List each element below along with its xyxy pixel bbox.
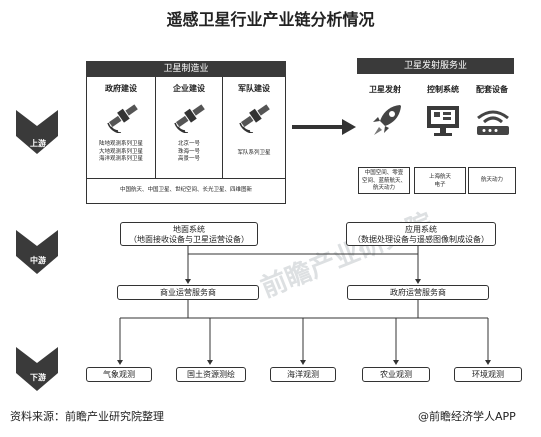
page-title: 遥感卫星行业产业链分析情况 <box>166 10 375 29</box>
midstream-label: 中游 <box>30 256 46 265</box>
ground-system-box: 地面系统 （地面接收设备与卫星运营设备） <box>120 222 258 246</box>
upstream-stage-chevron <box>16 110 58 154</box>
control-system-label: 控制系统 <box>427 85 459 94</box>
downstream-label: 下游 <box>30 373 46 382</box>
midstream-stage-chevron <box>16 230 58 274</box>
downstream-land-surveying: 国土资源测绘 <box>176 367 246 382</box>
control-system-column: 控制系统 <box>418 84 468 95</box>
ground-system-subtitle: （地面接收设备与卫星运营设备） <box>129 235 249 244</box>
launch-companies: 中国空间、零壹 空间、蓝箭航天、 航天动力 <box>358 167 410 194</box>
ground-system-title: 地面系统 <box>173 225 205 234</box>
column-divider <box>155 77 156 178</box>
commercial-operator-box: 商业运营服务商 <box>117 285 259 300</box>
supporting-equipment-column: 配套设备 <box>470 84 514 95</box>
downstream-ocean-observation: 海洋观测 <box>270 367 336 382</box>
launch-label: 卫星发射 <box>369 85 401 94</box>
satellite-name-item: 北京一号 <box>177 141 200 147</box>
manufacturing-companies: 中国航天、中国卫星、世纪空间、长光卫星、四维图新 <box>119 187 252 193</box>
enterprise-build-column: 企业建设 <box>156 83 222 94</box>
gov-build-satellites: 陆地观测系列卫星 大地观测系列卫星 海洋观测系列卫星 <box>88 141 154 164</box>
company-line: 航天动力 <box>480 177 503 183</box>
arrow-right-icon <box>292 119 356 135</box>
satellite-series-item: 大地观测系列卫星 <box>98 148 143 155</box>
router-icon <box>477 110 509 135</box>
launch-column: 卫星发射 <box>360 84 410 95</box>
enterprise-build-satellites: 北京一号 珠海一号 高景一号 <box>156 141 222 164</box>
satellite-name-item: 珠海一号 <box>177 148 200 155</box>
launch-services-header: 卫星发射服务业 <box>357 58 514 74</box>
source-note: 资料来源：前瞻产业研究院整理 <box>10 410 164 423</box>
company-line: 空间、蓝箭航天、 <box>361 177 406 184</box>
satellite-name-item: 高景一号 <box>177 156 200 162</box>
rocket-icon <box>373 105 401 135</box>
government-operator-box: 政府运营服务商 <box>347 285 489 300</box>
company-line: 上海航天 <box>428 174 451 180</box>
satellite-icon <box>239 104 270 133</box>
company-line: 中国空间、零壹 <box>364 170 404 176</box>
brand-credit: @前瞻经济学人APP <box>418 410 516 423</box>
equipment-companies: 航天动力 <box>468 167 516 194</box>
gov-build-label: 政府建设 <box>105 84 137 93</box>
military-build-satellites: 军队系列卫星 <box>223 150 285 158</box>
enterprise-build-label: 企业建设 <box>173 84 205 93</box>
supporting-equipment-label: 配套设备 <box>476 85 508 94</box>
military-build-label: 军队建设 <box>238 84 270 93</box>
monitor-icon <box>427 106 459 136</box>
satellite-manufacturing-header: 卫星制造业 <box>86 61 286 77</box>
application-system-box: 应用系统 （数据处理设备与遥感图像制成设备） <box>346 222 496 246</box>
downstream-weather-observation: 气象观测 <box>86 367 152 382</box>
column-divider <box>222 77 223 178</box>
downstream-agriculture-observation: 农业观测 <box>362 367 430 382</box>
company-line: 电子 <box>434 181 446 188</box>
downstream-stage-chevron <box>16 347 58 391</box>
application-system-title: 应用系统 <box>405 225 437 234</box>
satellite-series-item: 军队系列卫星 <box>237 150 271 156</box>
company-line: 航天动力 <box>372 185 395 191</box>
downstream-environment-observation: 环境观测 <box>454 367 522 382</box>
satellite-series-item: 陆地观测系列卫星 <box>98 141 143 147</box>
upstream-label: 上游 <box>30 139 46 148</box>
satellite-icon <box>174 104 205 133</box>
control-companies: 上海航天 电子 <box>414 167 466 194</box>
satellite-icon <box>107 104 138 133</box>
gov-build-column: 政府建设 <box>88 83 154 94</box>
application-system-subtitle: （数据处理设备与遥感图像制成设备） <box>353 235 489 244</box>
satellite-series-item: 海洋观测系列卫星 <box>98 156 143 162</box>
military-build-column: 军队建设 <box>223 83 285 94</box>
row-divider <box>86 178 286 179</box>
